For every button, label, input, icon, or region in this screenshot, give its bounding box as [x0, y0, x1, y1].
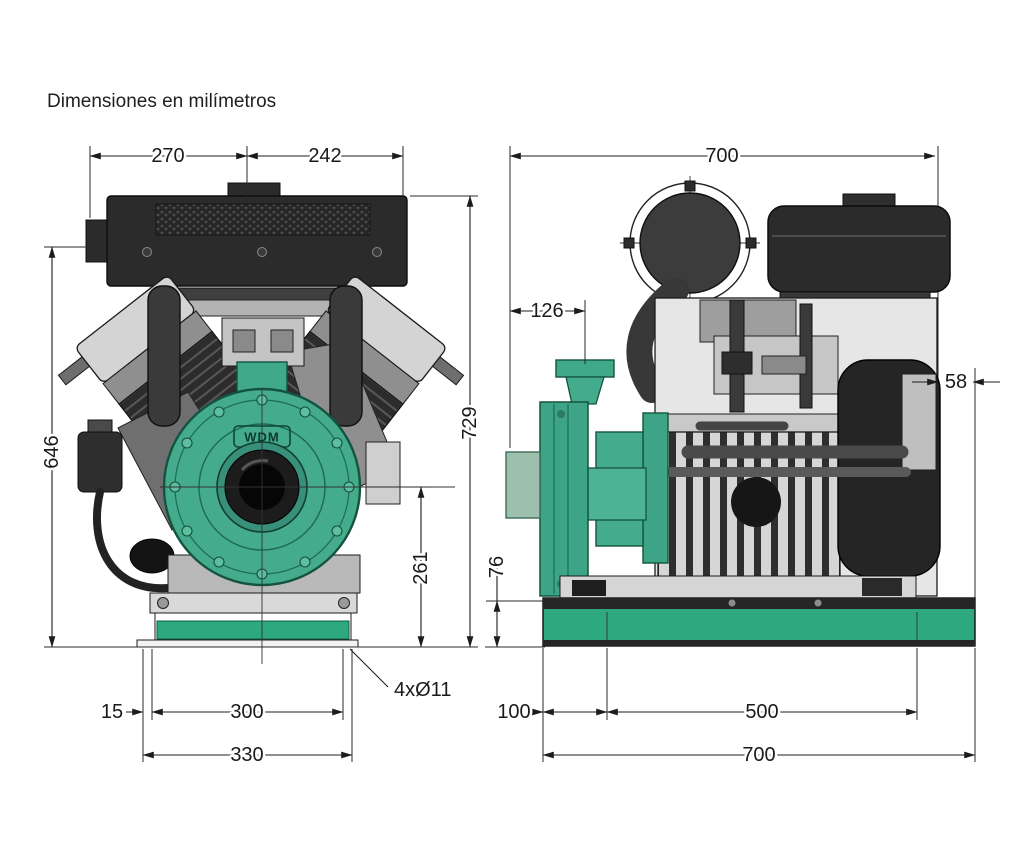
dim-58: 58	[912, 369, 1000, 396]
pump-front: WDM	[162, 387, 362, 587]
exhaust-pipe-left	[147, 285, 181, 427]
dim-126: 126	[509, 298, 586, 364]
coil-and-wiring	[77, 419, 203, 593]
brand-logo: WDM	[244, 430, 280, 445]
dim-729: 729	[410, 195, 484, 648]
pump-side	[505, 359, 669, 597]
svg-text:261: 261	[410, 551, 432, 584]
svg-text:300: 300	[230, 701, 263, 723]
dim-100: 100	[495, 699, 608, 726]
side-cover	[365, 441, 401, 505]
svg-text:4xØ11: 4xØ11	[394, 679, 451, 701]
svg-text:270: 270	[151, 145, 184, 167]
muffler	[85, 182, 408, 287]
base-side	[542, 575, 976, 647]
svg-text:100: 100	[497, 701, 530, 723]
dim-700-bottom: 700	[542, 742, 976, 769]
svg-text:500: 500	[745, 701, 778, 723]
dim-330: 330	[142, 742, 353, 769]
dim-15: 15	[98, 699, 144, 726]
dim-76: 76	[484, 553, 545, 648]
label-mounting-holes: 4xØ11	[349, 648, 454, 704]
svg-text:76: 76	[486, 556, 508, 578]
svg-text:700: 700	[742, 744, 775, 766]
svg-text:729: 729	[459, 406, 481, 439]
svg-text:330: 330	[230, 744, 263, 766]
engine-top-rail	[185, 299, 339, 317]
dim-646: 646	[39, 246, 88, 648]
dim-700-top: 700	[509, 143, 936, 170]
dim-500: 500	[606, 699, 918, 726]
dim-261: 261	[368, 486, 435, 648]
svg-text:15: 15	[101, 701, 123, 723]
side-view: 700 126 58 76 100 500	[484, 143, 1000, 769]
exhaust-pipe-right	[329, 285, 363, 427]
engine-side	[654, 297, 941, 597]
dim-270: 270	[89, 143, 248, 218]
svg-text:126: 126	[530, 300, 563, 322]
drawing-title: Dimensiones en milímetros	[47, 91, 276, 112]
svg-text:242: 242	[308, 145, 341, 167]
base-front	[136, 592, 359, 648]
svg-text:646: 646	[41, 435, 63, 468]
dim-300: 300	[151, 699, 344, 726]
front-view: WDM 270 242	[39, 143, 484, 769]
svg-text:58: 58	[945, 371, 967, 393]
svg-text:700: 700	[705, 145, 738, 167]
fuel-tank	[767, 193, 951, 309]
dim-242: 242	[246, 143, 404, 196]
